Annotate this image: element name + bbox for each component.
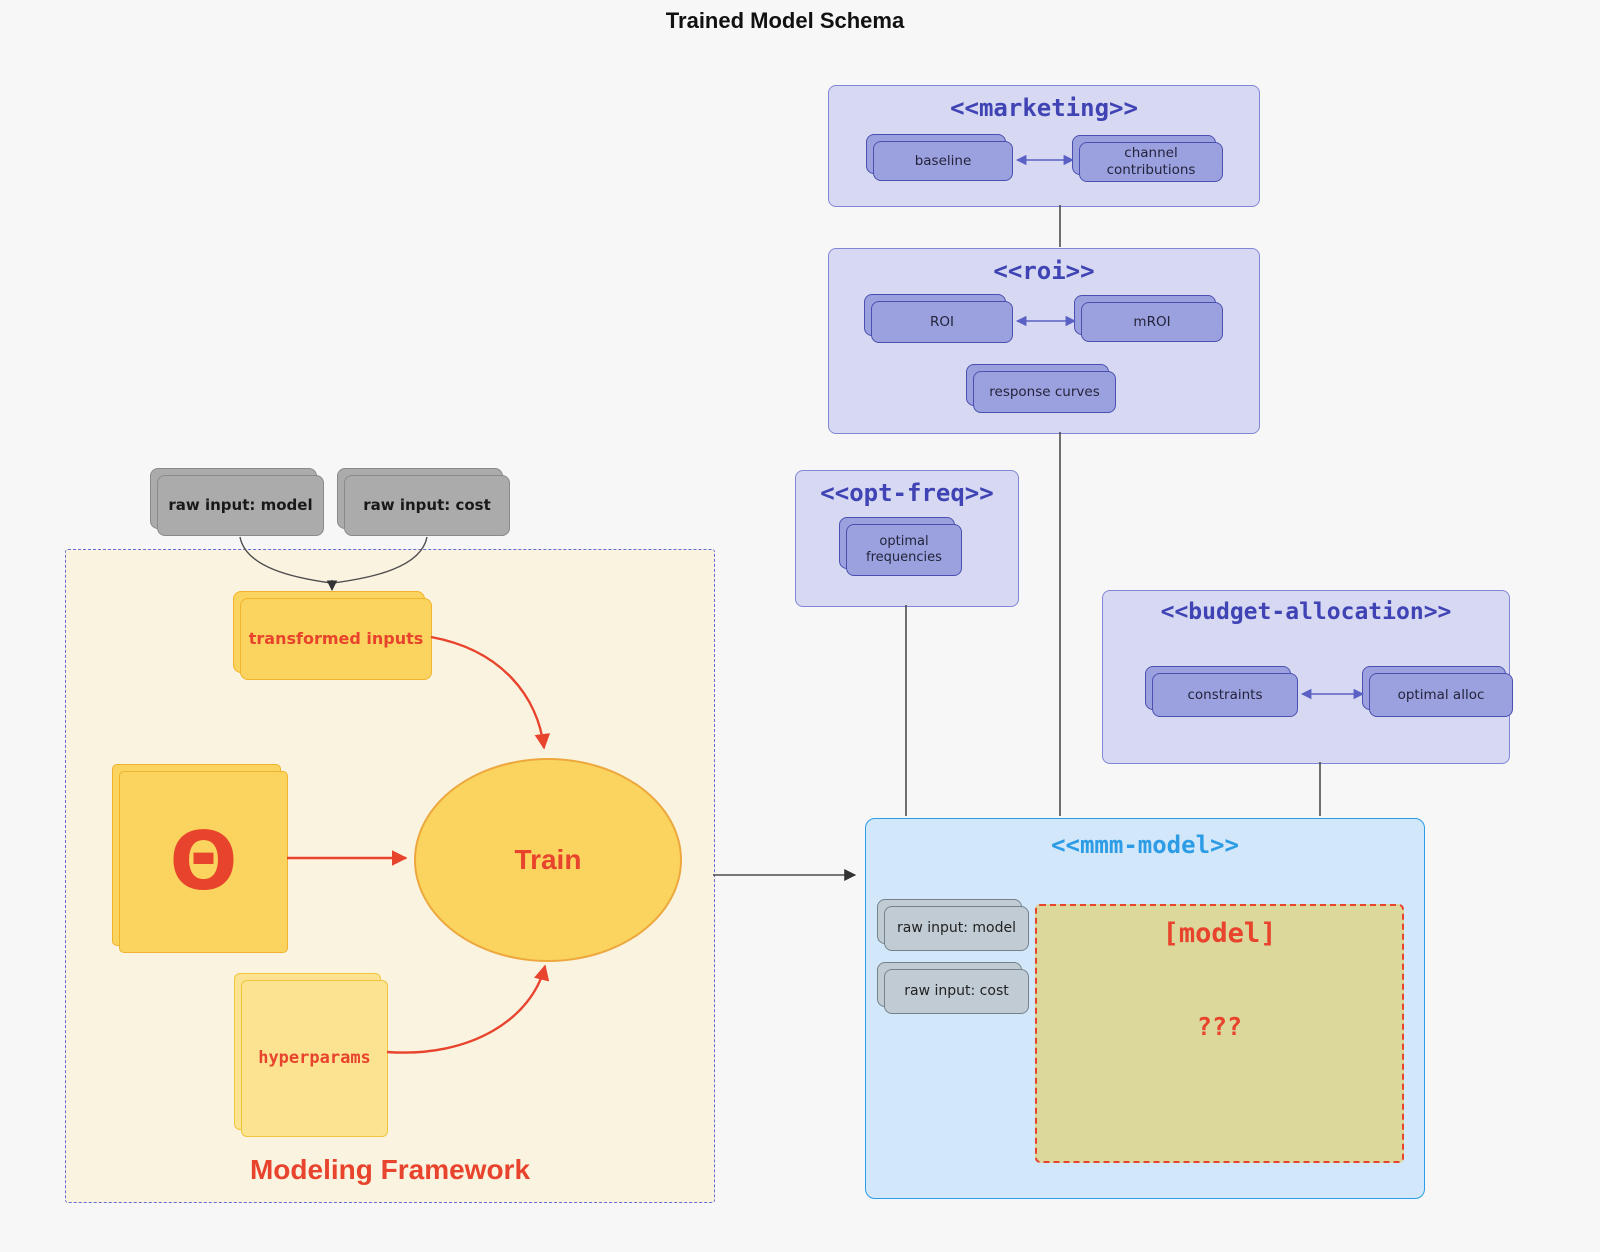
node-transformed-inputs: transformed inputs [233, 591, 432, 680]
subgraph-marketing: <<marketing>> baseline channel contribut… [828, 85, 1260, 207]
node-label: raw input: model [884, 906, 1029, 951]
subgraph-opt-freq: <<opt-freq>> optimal frequencies [795, 470, 1019, 607]
node-optimal-frequencies: optimal frequencies [839, 517, 962, 576]
model-box-label: [model] [1162, 918, 1277, 949]
theta-glyph: Θ [169, 815, 238, 908]
diagram-title: Trained Model Schema [665, 8, 905, 33]
node-channel-contributions: channel contributions [1072, 135, 1223, 182]
node-label: channel contributions [1079, 142, 1223, 182]
subgraph-budget-allocation-title: <<budget-allocation>> [1160, 599, 1452, 625]
subgraph-budget-allocation: <<budget-allocation>> constraints optima… [1102, 590, 1513, 764]
node-label: optimal alloc [1369, 673, 1513, 717]
node-label: raw input: cost [884, 969, 1029, 1014]
subgraph-modeling-framework: transformed inputs Θ hyperparams Train M… [65, 549, 715, 1203]
node-hyperparams: hyperparams [234, 973, 388, 1137]
node-label: raw input: cost [344, 475, 510, 536]
node-roi: ROI [864, 294, 1013, 343]
node-label: transformed inputs [240, 598, 432, 680]
node-label: response curves [973, 371, 1116, 413]
node-label: ROI [871, 301, 1013, 343]
node-label: constraints [1152, 673, 1298, 717]
node-raw-input-model: raw input: model [150, 468, 324, 536]
subgraph-mmm-model: <<mmm-model>> raw input: model raw input… [865, 818, 1425, 1199]
modeling-framework-caption: Modeling Framework [249, 1154, 531, 1185]
node-response-curves: response curves [966, 364, 1116, 413]
node-model-dashed-box: [model] ??? [1035, 904, 1404, 1163]
node-label: raw input: model [157, 475, 324, 536]
subgraph-marketing-title: <<marketing>> [950, 94, 1138, 122]
node-label: mROI [1081, 302, 1223, 342]
node-constraints: constraints [1145, 666, 1298, 717]
node-baseline: baseline [866, 134, 1013, 181]
node-theta: Θ [112, 764, 288, 953]
node-raw-input-cost: raw input: cost [337, 468, 510, 536]
subgraph-opt-freq-title: <<opt-freq>> [820, 479, 994, 507]
subgraph-roi-title: <<roi>> [993, 257, 1095, 285]
node-label: Train [514, 844, 582, 875]
node-theta-face: Θ [119, 771, 288, 953]
node-label: hyperparams [241, 980, 388, 1137]
node-mmm-raw-input-cost: raw input: cost [877, 962, 1029, 1014]
subgraph-roi: <<roi>> ROI mROI response curves [828, 248, 1260, 434]
subgraph-mmm-model-title: <<mmm-model>> [1051, 831, 1239, 859]
node-optimal-alloc: optimal alloc [1362, 666, 1513, 717]
node-mroi: mROI [1074, 295, 1223, 342]
node-train-ellipse: Train [414, 758, 682, 962]
node-mmm-raw-input-model: raw input: model [877, 899, 1029, 951]
model-box-unknown: ??? [1196, 1012, 1243, 1041]
node-label: baseline [873, 141, 1013, 181]
node-label: optimal frequencies [846, 524, 962, 576]
